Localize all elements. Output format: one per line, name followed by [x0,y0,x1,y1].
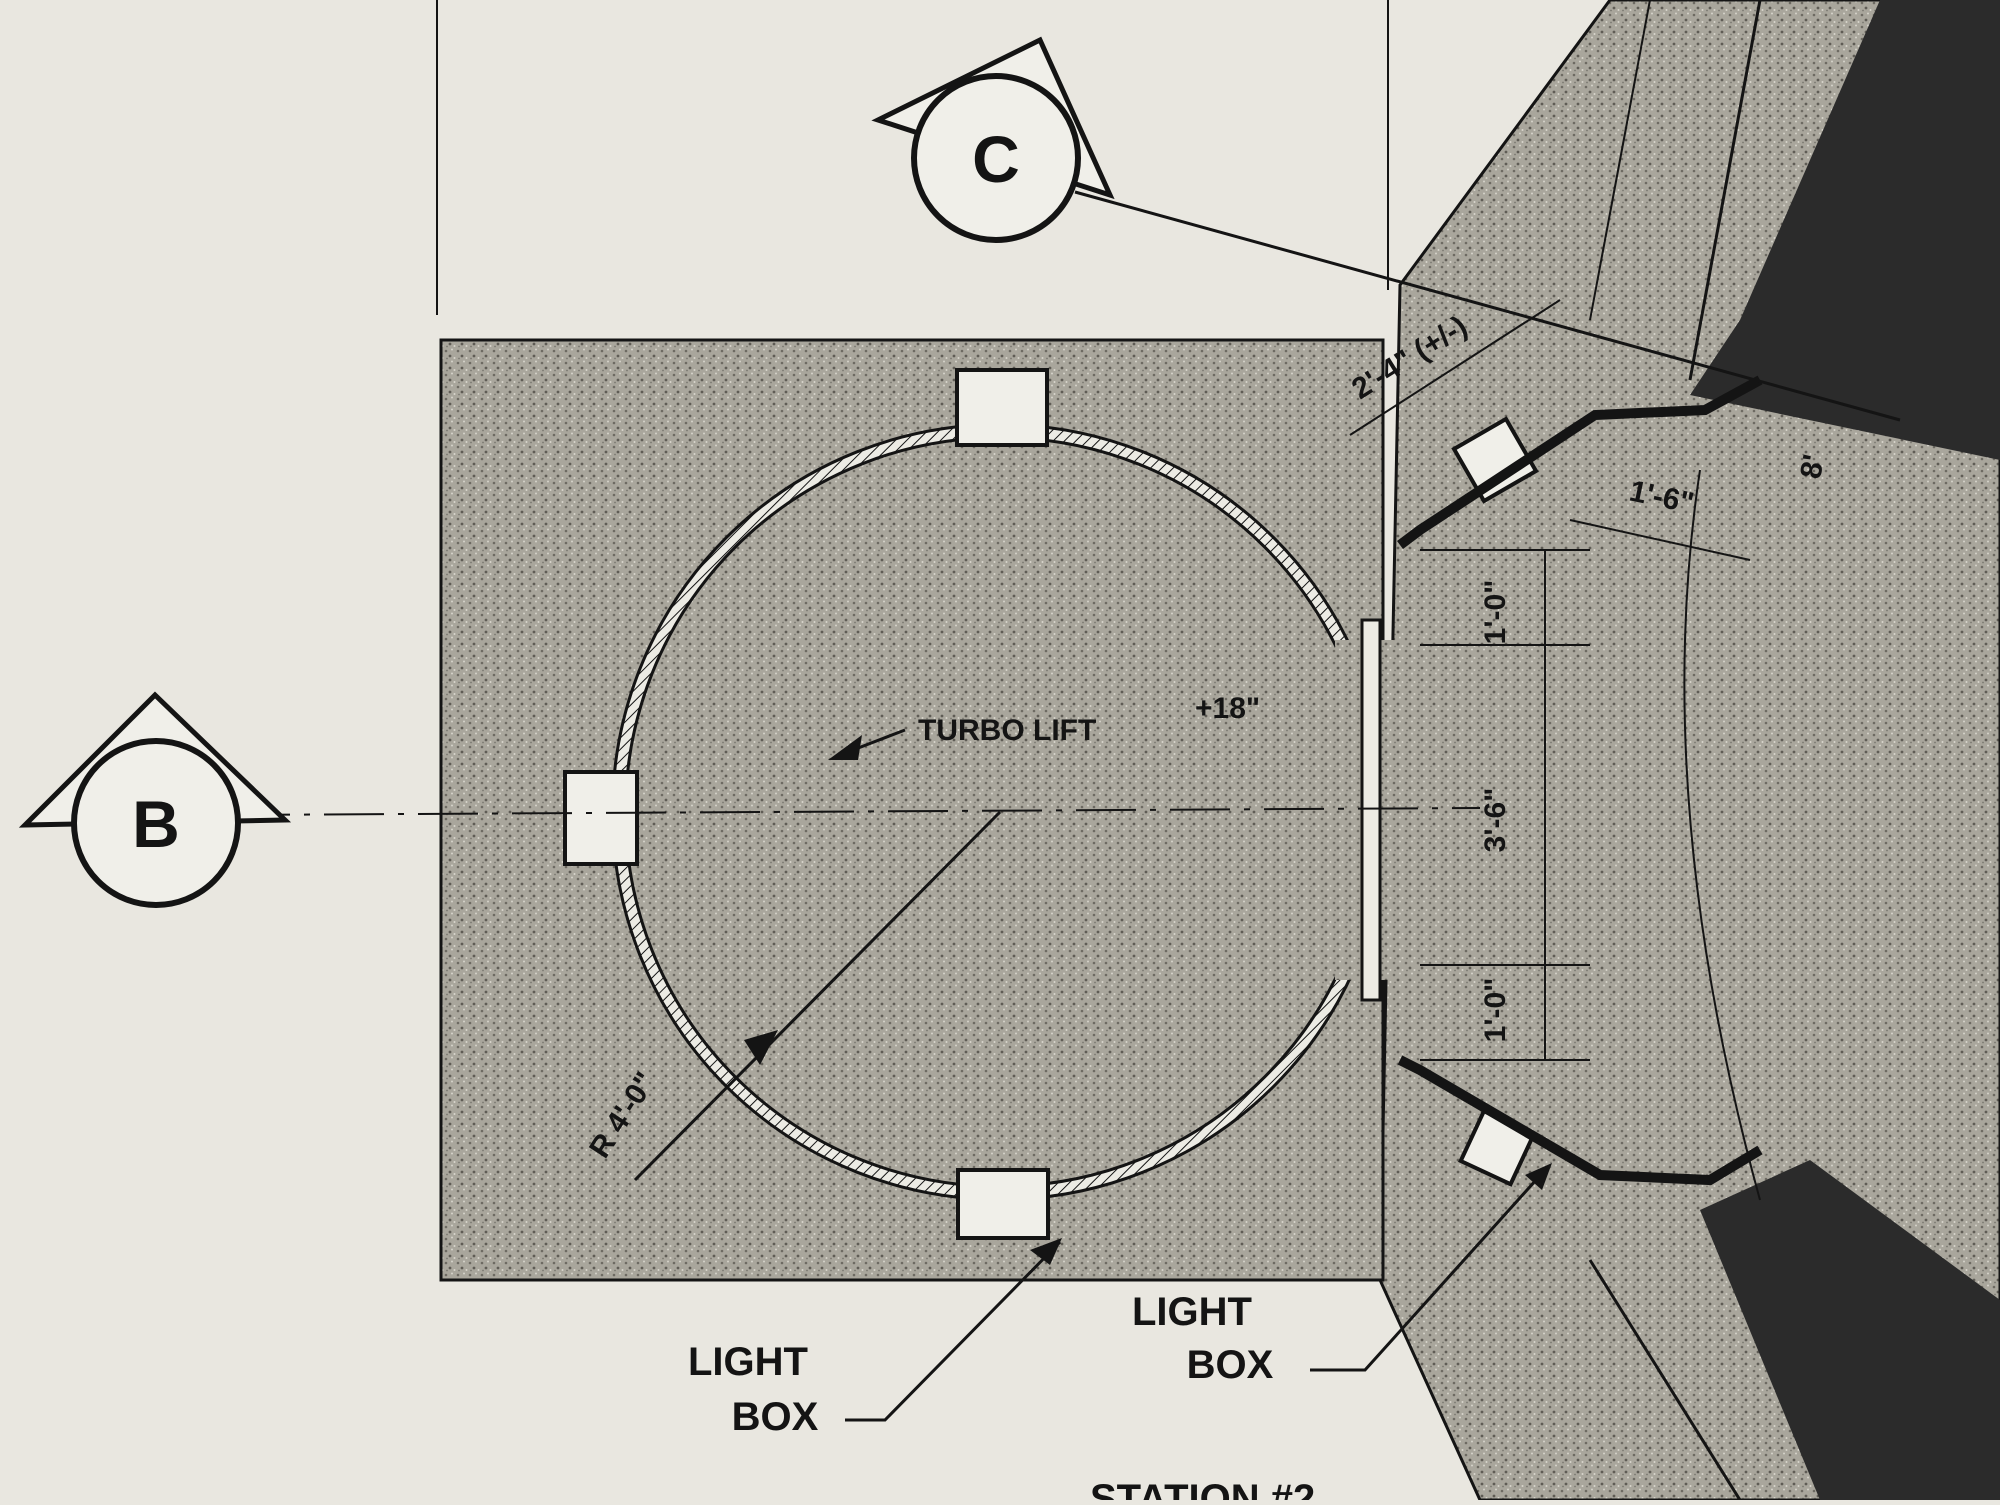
turbo-lift-label: TURBO LIFT [918,714,1096,747]
section-marker-c [871,36,1901,422]
dimension-upper: 1'-0" [1479,580,1512,645]
radius-leader [633,810,1002,1182]
elevation-label: +18" [1195,692,1260,725]
entry-wall-upper [1397,375,1763,549]
section-marker-b [18,691,292,908]
console-edge-line-lower [1588,1259,1742,1501]
turbo-lift-arrowhead [828,735,862,760]
floor-curve [1683,469,1761,1201]
light-box-2-line2: BOX [1187,1343,1274,1387]
light-box-2-line1: LIGHT [1132,1290,1252,1334]
diagonal-floor-line [1589,0,1651,321]
light-box-bottom [956,1168,1050,1240]
light-box-top [955,368,1049,447]
dimension-middle: 3'-6" [1479,788,1512,853]
light-box-leader-1 [845,1240,1062,1422]
station-label: STATION #2 [1090,1477,1315,1500]
light-box-1-line1: LIGHT [688,1340,808,1384]
light-box-leader-2 [1310,1168,1547,1372]
dimension-line-ramp [1569,519,1751,561]
section-marker-b-letter: B [132,787,180,861]
section-marker-c-letter: C [972,122,1020,196]
console-edge-line [1688,0,1762,381]
light-box-arrowhead-1 [1030,1238,1062,1265]
light-box-left [563,770,639,866]
light-box-1-line2: BOX [732,1395,819,1439]
entry-wall-lower [1397,1055,1763,1186]
radius-arrowhead [744,1030,778,1065]
center-line [229,807,1481,816]
door-panel [1360,618,1382,1002]
light-box-right-upper [1451,416,1539,504]
console-band-upper [1690,0,2000,460]
console-band-lower [1700,1160,2000,1500]
dimension-lower: 1'-0" [1479,978,1512,1043]
dimension-line-diag [1349,299,1561,436]
dimension-right: 8' [1794,452,1831,481]
light-box-arrowhead-2 [1525,1163,1552,1190]
